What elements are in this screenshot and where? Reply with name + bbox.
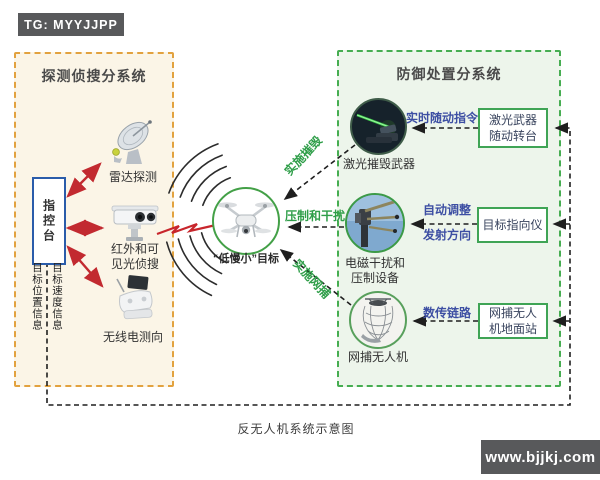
- laser-turntable-line2: 随动转台: [488, 129, 537, 143]
- action-destroy-label: 实施摧毁: [281, 133, 325, 179]
- net-ground-station-box: 网捕无人 机地面站: [478, 303, 548, 339]
- jamming-antenna-photo-icon: [345, 193, 405, 253]
- command-console-label: 指控台: [41, 198, 56, 244]
- action-suppress-label: 压制和干扰: [284, 209, 345, 223]
- radar-label: 雷达探测: [108, 170, 157, 184]
- radar-dish-icon: [106, 116, 160, 172]
- detect-subsystem-title: 探测侦搜分系统: [41, 68, 147, 84]
- quadcopter-drone-icon: [217, 202, 275, 238]
- website-badge: www.bjjkj.com: [481, 440, 600, 474]
- laser-link-label: 实时随动指令: [406, 111, 479, 125]
- target-pointer-box: 目标指向仪: [477, 207, 548, 243]
- net-device-label: 网捕无人机: [347, 350, 408, 364]
- net-ground-station-line2: 机地面站: [488, 322, 537, 336]
- net-ground-station-line1: 网捕无人: [488, 306, 537, 320]
- diagram-caption: 反无人机系统示意图: [237, 422, 355, 436]
- target-speed-info-label: 目标速度信息: [51, 262, 63, 331]
- laser-turntable-line1: 激光武器: [488, 113, 537, 127]
- jam-device-label-line1: 电磁干扰和: [344, 256, 405, 270]
- jam-link-label-line2: 发射方向: [422, 228, 471, 242]
- tg-watermark-badge: TG: MYYJJPP: [18, 13, 124, 36]
- net-link-label: 数传链路: [422, 306, 471, 320]
- target-position-info-label: 目标位置信息: [31, 262, 43, 331]
- target-drone-circle: [212, 187, 280, 255]
- target-label: “低慢小”目标: [213, 253, 279, 265]
- rc-direction-finder-icon: [112, 274, 160, 326]
- laser-turntable-box: 激光武器 随动转台: [478, 108, 548, 148]
- camera-label-line1: 红外和可: [110, 242, 159, 256]
- action-capture-label: 实施网捕: [290, 256, 334, 302]
- command-console-box: 指控台: [32, 177, 66, 265]
- jam-device-label-line2: 压制设备: [350, 271, 399, 285]
- ptz-camera-icon: [108, 202, 162, 244]
- target-pointer-label: 目标指向仪: [482, 218, 543, 232]
- laser-device-label: 激光摧毁武器: [342, 157, 415, 171]
- net-capture-drone-photo-icon: [349, 291, 407, 349]
- laser-weapon-photo-icon: [350, 98, 407, 155]
- jam-device-label: 电磁干扰和 压制设备: [333, 256, 417, 286]
- jam-link-label-line1: 自动调整: [422, 203, 471, 217]
- camera-label-line2: 见光侦搜: [110, 257, 159, 271]
- defense-subsystem-title: 防御处置分系统: [396, 66, 502, 82]
- radio-label: 无线电测向: [102, 330, 163, 344]
- camera-label: 红外和可 见光侦搜: [98, 242, 172, 272]
